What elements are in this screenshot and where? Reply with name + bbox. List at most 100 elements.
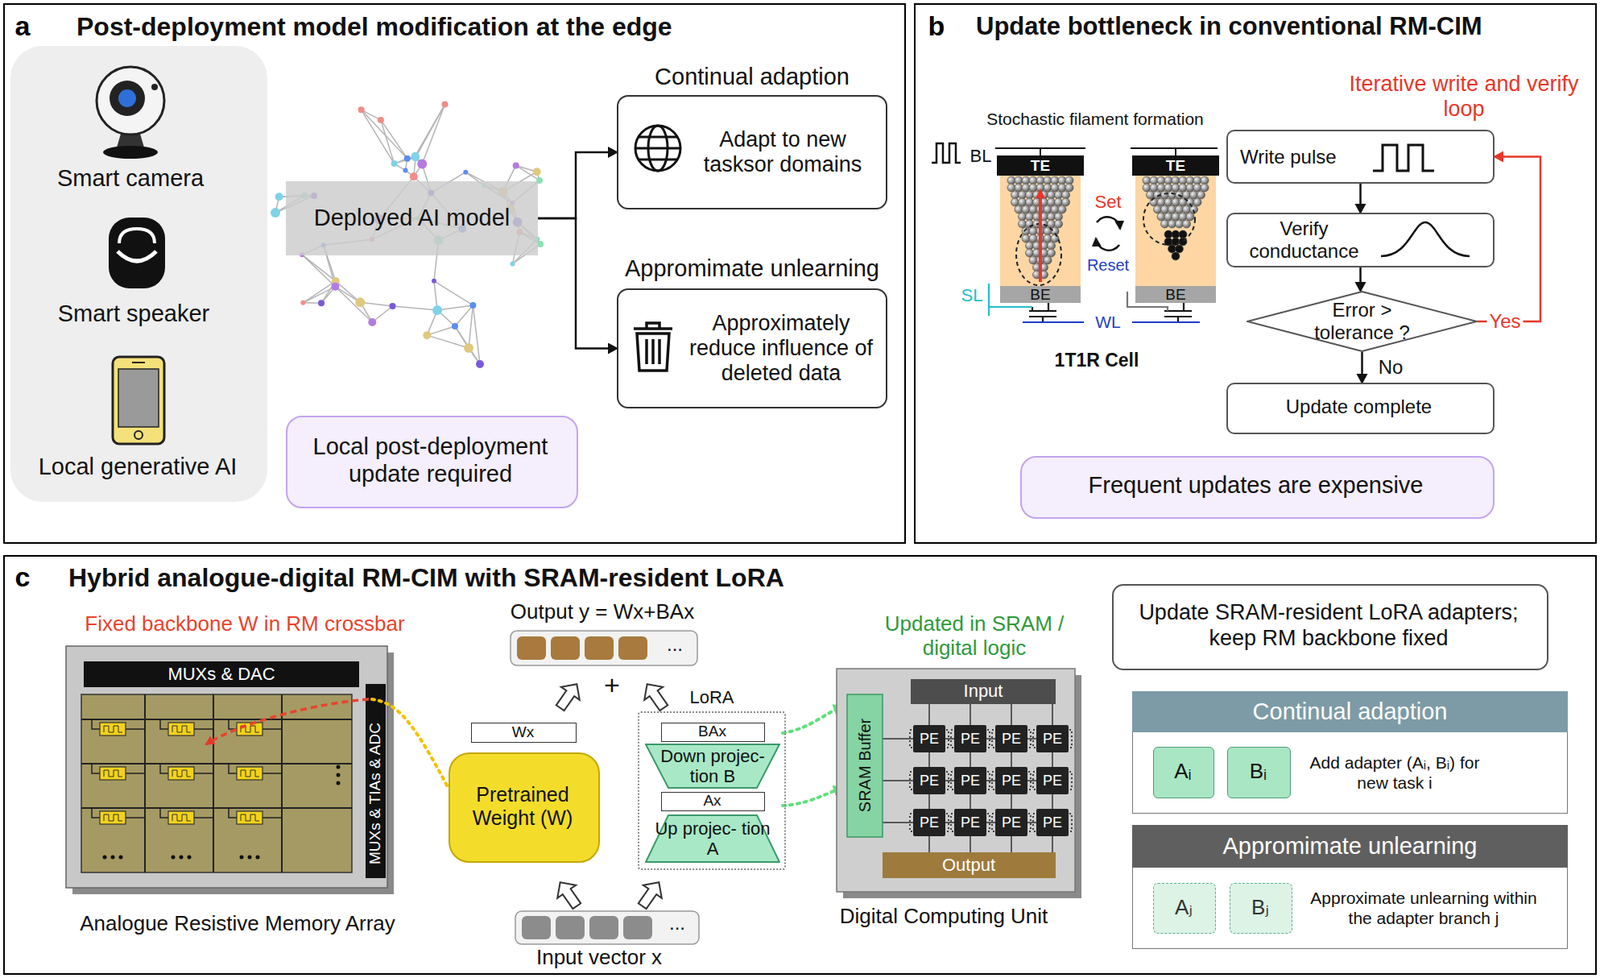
network-node (431, 278, 437, 284)
webcam-icon (96, 66, 165, 159)
summary-box: Update SRAM-resident LoRA adapters; keep… (1112, 583, 1549, 670)
label-text: PE (960, 772, 980, 790)
node-text: Update complete (1226, 382, 1492, 431)
resistor-symbol (99, 722, 126, 736)
label-text: PE (1001, 814, 1022, 832)
ion-ball (1200, 176, 1209, 185)
result-box: Wx (471, 722, 577, 743)
resistor-symbol (99, 766, 126, 780)
pulse-symbol (1372, 144, 1435, 171)
ion-ball (1021, 183, 1030, 192)
ion-ball (1149, 176, 1158, 185)
node-text: Update SRAM-resident LoRA adapters; keep… (1112, 583, 1546, 667)
adapter-box: Aᵢ (1153, 746, 1215, 798)
network-node (463, 343, 474, 353)
ion-ball (1164, 230, 1173, 239)
update-path (782, 706, 843, 806)
ion-ball (1178, 212, 1187, 221)
network-node (422, 330, 431, 340)
pe-chip (1036, 766, 1069, 794)
node-text: Update bottleneck in conventional RM-CIM (975, 8, 1593, 46)
node-text: Pretrained Weight (W) (448, 752, 597, 860)
trash-icon (633, 322, 673, 371)
ion-ball (1021, 234, 1030, 243)
ion-ball (1029, 183, 1038, 192)
memristor-cell (1022, 321, 1200, 323)
ellipsis-dot (336, 773, 341, 778)
ellipsis-dot (179, 855, 184, 860)
network-node (533, 167, 542, 176)
memristor-cell (1164, 302, 1192, 323)
resistor-symbol (103, 725, 123, 732)
input-vector (623, 915, 653, 939)
ion-ball (1193, 176, 1202, 185)
node-text: Wx (471, 722, 575, 741)
ion-ball (1047, 219, 1056, 228)
label-text: Analogue Resistive Memory Array (79, 911, 396, 936)
ion-ball (1157, 183, 1166, 192)
edge-label: Yes (1486, 310, 1523, 333)
network-node (377, 116, 385, 124)
output-vector (550, 636, 580, 660)
ion-ball (1182, 205, 1191, 214)
update-path (782, 787, 843, 806)
ion-ball (1171, 252, 1180, 261)
network-link (426, 326, 455, 335)
network-node (358, 106, 365, 113)
ion-ball (1047, 190, 1056, 199)
device-panel (10, 45, 268, 502)
note-box: Local post-deployment update required (285, 415, 579, 509)
result-box: BAx (661, 722, 765, 742)
resistor-symbol (168, 766, 195, 780)
label-text: SRAM Buffer (855, 718, 875, 812)
pe-chip (913, 766, 946, 794)
input-vector (555, 915, 585, 939)
trash-icon (633, 326, 673, 331)
lora-group: LoRABAxDown projec- tion BAxUp projec- t… (637, 711, 786, 870)
write-path (206, 698, 447, 786)
ion-ball (1050, 183, 1059, 192)
network-node (367, 318, 377, 327)
device-panel (10, 45, 268, 502)
network-node (475, 359, 484, 368)
ellipsis-dot (187, 855, 192, 860)
node-text: LoRA (637, 685, 786, 710)
webcam-icon (116, 133, 145, 148)
network-link (454, 305, 473, 327)
label-text: a (15, 10, 31, 42)
bell-curve (1380, 222, 1470, 257)
ion-ball (1164, 212, 1173, 221)
resistor-symbol (172, 725, 191, 732)
ion-ball (1168, 244, 1177, 253)
network-node (442, 101, 449, 108)
network-node (318, 299, 325, 306)
ellipsis-dot (119, 855, 124, 860)
ion-ball (1065, 176, 1074, 185)
adapter-box: Bⱼ (1229, 882, 1293, 934)
ion-ball (1157, 212, 1166, 221)
ion-ball (1161, 190, 1170, 199)
label-text: Output y = Wx+BAx (510, 599, 695, 625)
update-path (782, 706, 843, 733)
label-text: Smart camera (57, 165, 204, 192)
network-node (512, 161, 520, 169)
label-text: Set (1094, 191, 1121, 212)
ion-ball (1182, 219, 1191, 228)
memristor-cell (1029, 302, 1057, 323)
memristor-cell (1127, 291, 1168, 311)
ion-ball (1011, 190, 1020, 199)
node-text: Up projec- tion A (651, 814, 774, 863)
model-band: Deployed AI model (285, 181, 538, 256)
ion-ball (1164, 176, 1173, 185)
resistor-symbol (172, 814, 191, 821)
ion-ball (1043, 234, 1052, 243)
speaker-icon (117, 251, 157, 261)
ion-ball (1186, 212, 1195, 221)
label-text: PE (919, 814, 939, 832)
memristor-cell (1135, 175, 1216, 286)
memristor-cell (996, 155, 1084, 176)
panel-frame: Post-deployment model modification at th… (3, 3, 906, 544)
ion-ball (1157, 176, 1166, 185)
label-text: Input (963, 680, 1004, 701)
ion-ball (1178, 183, 1187, 192)
